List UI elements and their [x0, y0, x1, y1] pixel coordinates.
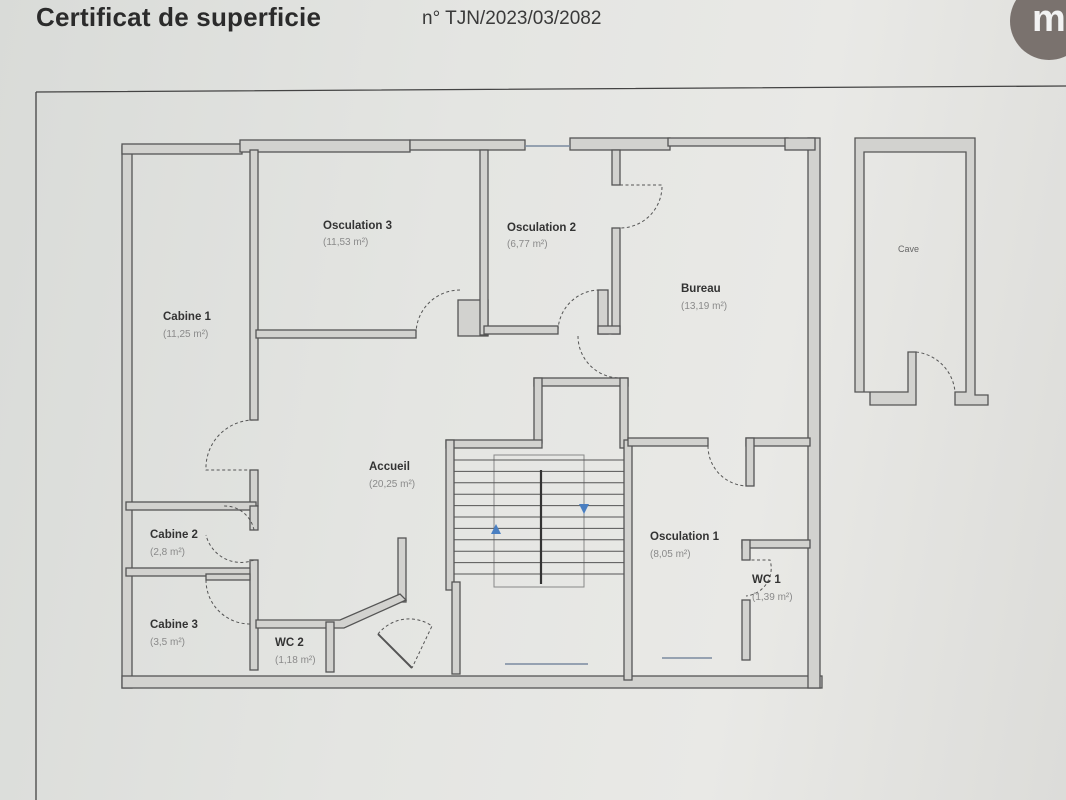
room-osc2-name: Osculation 2	[507, 222, 576, 234]
door-arcs	[205, 184, 956, 669]
room-wc1-area: (1,39 m²)	[752, 592, 793, 603]
walls	[121, 137, 989, 689]
wall-cab1-right-upper	[249, 149, 259, 421]
room-osc3-name: Osculation 3	[323, 220, 392, 232]
room-cab2-area: (2,8 m²)	[150, 547, 185, 558]
plan-frame	[35, 85, 1066, 800]
room-accueil-area: (20,25 m²)	[369, 479, 415, 490]
outer-wall-top-5	[667, 137, 789, 147]
door-cave	[915, 351, 956, 393]
wall-osc2-right-lower	[611, 227, 621, 335]
certificate-number: n° TJN/2023/03/2082	[422, 8, 602, 29]
room-bureau-area: (13,19 m²)	[681, 301, 727, 312]
door-osc3	[415, 289, 461, 335]
door-cab2	[205, 534, 255, 563]
stair-outline	[493, 454, 585, 588]
door-osc2-upper	[619, 184, 663, 229]
outer-wall-top-3	[409, 139, 526, 151]
wall-wc1-left-lower	[741, 599, 751, 661]
room-osc2-area: (6,77 m²)	[507, 239, 548, 250]
outer-wall-right	[807, 137, 821, 689]
wall-stair-left-upper	[533, 377, 543, 444]
room-cab3-area: (3,5 m²)	[150, 637, 185, 648]
door-osc1	[707, 445, 749, 487]
room-cab2-name: Cabine 2	[150, 529, 198, 541]
room-cab1-name: Cabine 1	[163, 311, 212, 323]
wall-wc2-top	[255, 593, 408, 629]
wall-osc2-bottom	[483, 325, 559, 335]
outer-wall-top-6	[784, 137, 816, 151]
staircase	[454, 454, 624, 588]
cave-name: Cave	[898, 244, 919, 254]
wall-stair-left	[445, 439, 455, 591]
wall-accueil-right-post	[397, 537, 407, 603]
wall-wc1-top	[741, 539, 811, 549]
stair-arrow-up-icon	[491, 524, 501, 534]
outer-wall-bottom	[121, 675, 823, 689]
wall-stair-bottom-post	[451, 581, 461, 675]
door-cab1	[205, 419, 255, 471]
wall-stair-top	[533, 377, 629, 387]
door-cab3	[205, 579, 251, 625]
door-wc1	[745, 559, 772, 597]
wall-bureau-bottom-right	[745, 437, 811, 447]
page-title: Certificat de superficie	[36, 2, 322, 32]
wall-bureau-door-post	[745, 437, 755, 487]
door-bureau	[577, 335, 621, 379]
room-wc2-name: WC 2	[275, 637, 304, 649]
wall-stair-ledge	[445, 439, 543, 449]
stair-arrow-down-icon	[579, 504, 589, 514]
wall-wc2-right	[325, 621, 335, 673]
logo-letter: m	[1032, 0, 1066, 40]
door-entry	[377, 618, 433, 669]
outer-wall-top-2	[239, 139, 411, 153]
wall-osc3-bottom	[255, 329, 417, 339]
outer-wall-left	[121, 145, 133, 689]
cave-walls	[854, 137, 989, 406]
room-labels: Osculation 3 (11,53 m²) Osculation 2 (6,…	[150, 220, 919, 666]
wall-osc3-osc2-divider	[479, 149, 489, 336]
room-cab3-name: Cabine 3	[150, 619, 198, 631]
wall-bureau-bottom-left	[627, 437, 709, 447]
wall-osc2-corner	[597, 325, 621, 335]
room-osc3-area: (11,53 m²)	[323, 237, 368, 248]
room-osc1-name: Osculation 1	[650, 531, 720, 543]
room-accueil-name: Accueil	[369, 461, 410, 473]
wall-osc2-right-upper	[611, 149, 621, 186]
door-entry-leaf	[377, 633, 413, 669]
wall-cab3-right	[249, 559, 259, 671]
wall-cab3-door-stop	[205, 573, 251, 581]
windows	[505, 145, 712, 665]
wall-stair-right-upper	[619, 377, 629, 449]
outer-wall-top-1	[121, 143, 243, 155]
wall-cab2-right	[249, 505, 259, 531]
outer-wall-top-4	[569, 137, 671, 151]
wall-cab1-right-lower	[249, 469, 259, 507]
room-osc1-area: (8,05 m²)	[650, 549, 691, 560]
door-osc2	[557, 289, 599, 331]
wall-stair-right	[623, 439, 633, 681]
room-wc2-area: (1,18 m²)	[275, 655, 316, 666]
wall-wc1-left-upper	[741, 539, 751, 561]
room-cab1-area: (11,25 m²)	[163, 329, 208, 340]
room-bureau-name: Bureau	[681, 283, 721, 295]
room-wc1-name: WC 1	[752, 574, 781, 586]
